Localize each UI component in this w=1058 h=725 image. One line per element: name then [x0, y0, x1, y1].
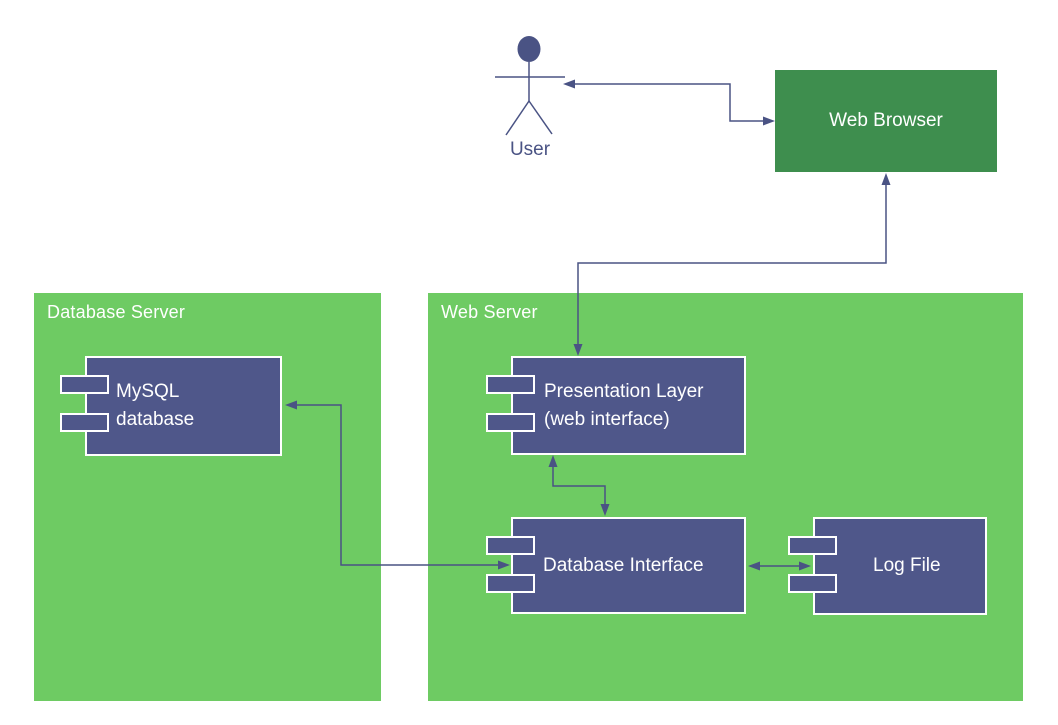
presentation-layer-label: Presentation Layer (web interface) [544, 380, 704, 430]
arrowhead-icon [563, 79, 575, 89]
mysql-database-label: MySQL database [116, 381, 195, 430]
user-actor-icon [495, 36, 565, 136]
arrowhead-icon [881, 173, 891, 185]
database-server-node: Database Server [34, 293, 381, 701]
web-server-label: Web Server [441, 302, 538, 322]
component-body [85, 356, 282, 456]
web-browser-label: Web Browser [829, 110, 943, 131]
component-body [813, 517, 987, 615]
component-body [511, 517, 746, 614]
component-tab-icon [486, 375, 535, 394]
component-body [511, 356, 746, 455]
mysql-database-component: MySQL database [60, 356, 282, 456]
presentation-layer-component: Presentation Layer (web interface) [486, 356, 746, 455]
web-server-node: Web Server [428, 293, 1023, 701]
database-interface-label: Database Interface [543, 554, 704, 576]
user-actor-label: User [509, 139, 551, 160]
web-browser-node: Web Browser [775, 70, 997, 172]
database-server-label: Database Server [47, 302, 186, 322]
component-tab-icon [788, 574, 837, 593]
component-tab-icon [60, 375, 109, 394]
component-tab-icon [60, 413, 109, 432]
component-tab-icon [486, 574, 535, 593]
arrowhead-icon [763, 116, 775, 126]
component-tab-icon [788, 536, 837, 555]
connector-user-web-browser [574, 83, 764, 122]
database-interface-component: Database Interface [486, 517, 746, 614]
log-file-label: Log File [873, 555, 941, 576]
log-file-component: Log File [788, 517, 987, 615]
